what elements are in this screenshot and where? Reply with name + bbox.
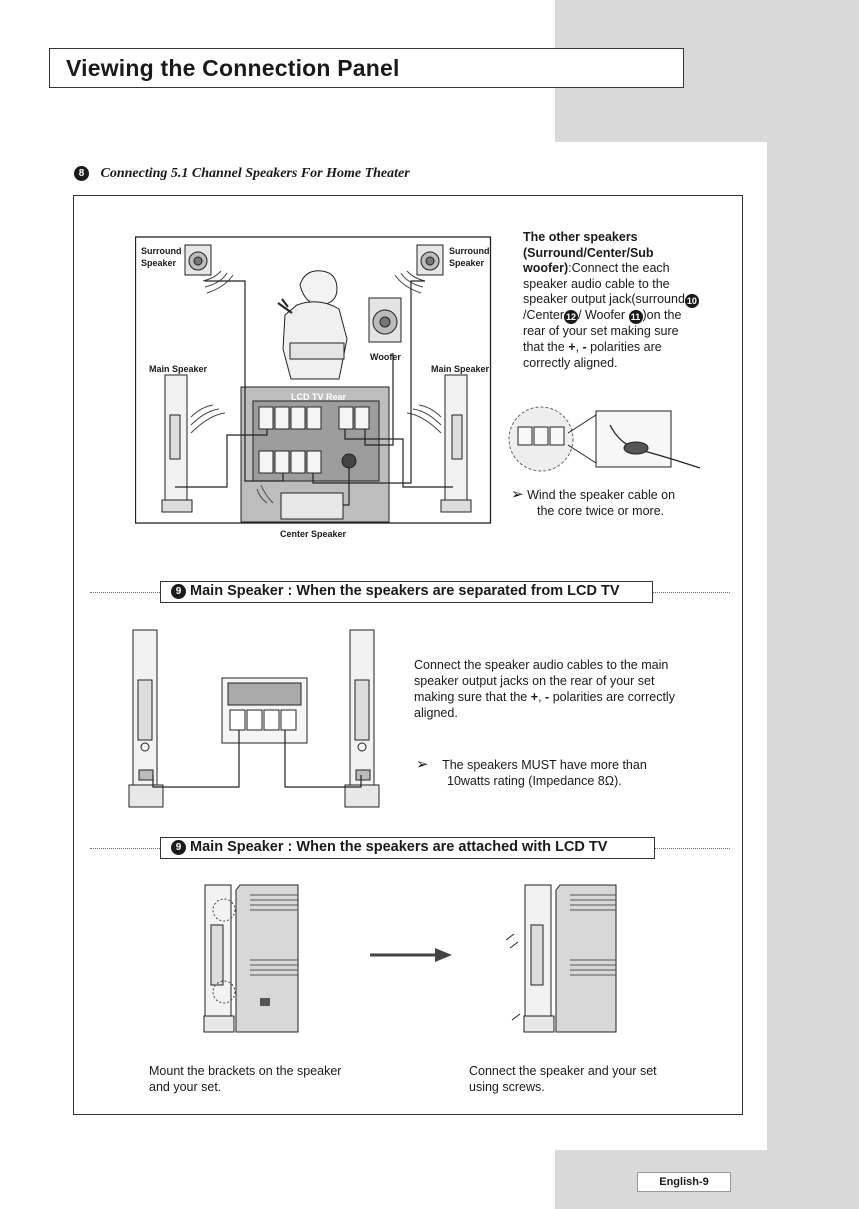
label-main-speaker-left: Main Speaker [149, 364, 207, 374]
gray-band-side [767, 142, 859, 1209]
separated-speakers-illustration [125, 625, 400, 815]
desc-text-f: )on the [643, 308, 682, 322]
desc-plus: + [568, 340, 575, 354]
para-9a-line4: aligned. [414, 706, 458, 720]
desc-comma: , [576, 340, 579, 354]
section-9a-note: ➢ The speakers MUST have more than 10wat… [416, 757, 716, 789]
section-9b-title: Main Speaker : When the speakers are att… [190, 839, 607, 855]
listener-icon [278, 271, 347, 379]
para-9a-line2: speaker output jacks on the rear of your… [414, 674, 654, 688]
para-9a-line1: Connect the speaker audio cables to the … [414, 658, 668, 672]
note-8-line2: the core twice or more. [511, 504, 664, 518]
desc-text-a: :Connect the each [568, 261, 669, 275]
caption-left-line2: and your set. [149, 1080, 221, 1094]
section-8-number: 8 [74, 166, 89, 181]
woofer-icon [369, 298, 401, 342]
para-9a-line3b: polarities are correctly [553, 690, 675, 704]
section-8-description: The other speakers (Surround/Center/Sub … [523, 230, 723, 371]
caption-connect-screws: Connect the speaker and your set using s… [469, 1063, 729, 1095]
cable-core-illustration [508, 405, 703, 477]
surround-speaker-right-icon [395, 245, 443, 293]
section-8-title: Connecting 5.1 Channel Speakers For Home… [101, 166, 410, 181]
section-8-note: ➢ Wind the speaker cable on the core twi… [511, 487, 731, 519]
section-9a-paragraph: Connect the speaker audio cables to the … [414, 657, 714, 721]
jack-number-woofer: 11 [629, 310, 643, 324]
caption-left-line1: Mount the brackets on the speaker [149, 1064, 341, 1078]
desc-text-e: / Woofer [578, 308, 625, 322]
label-surround-right: Surround Speaker [449, 245, 490, 269]
label-surround-left-line1: Surround [141, 245, 182, 257]
main-speaker-left-icon [162, 375, 225, 512]
label-surround-left-line2: Speaker [141, 257, 182, 269]
desc-minus: - [582, 340, 586, 354]
attach-speaker-illustration [200, 880, 620, 1040]
para-9a-comma: , [538, 690, 541, 704]
label-surround-right-line2: Speaker [449, 257, 490, 269]
desc-bold-2: (Surround/Center/Sub [523, 246, 654, 260]
desc-text-c: speaker output jack(surround [523, 292, 685, 306]
home-theater-diagram [135, 225, 495, 545]
page-number: English-9 [637, 1172, 731, 1192]
jack-number-center: 12 [564, 310, 578, 324]
section-9a-number: 9 [171, 584, 186, 599]
section-9a-title: Main Speaker : When the speakers are sep… [190, 583, 620, 599]
desc-text-g: rear of your set making sure [523, 324, 679, 338]
section-9b-number: 9 [171, 840, 186, 855]
note-arrow-icon: ➢ [511, 486, 524, 503]
label-surround-left: Surround Speaker [141, 245, 182, 269]
desc-text-i: polarities are [590, 340, 662, 354]
desc-text-d: /Center [523, 308, 564, 322]
desc-bold-1: The other speakers [523, 230, 638, 244]
desc-text-b: speaker audio cable to the [523, 277, 670, 291]
note-9a-line2: 10watts rating (Impedance 8Ω). [416, 774, 622, 788]
note-9a-line1: The speakers MUST have more than [442, 758, 647, 772]
para-9a-minus: - [545, 690, 549, 704]
lcd-tv-rear-panel [241, 387, 389, 522]
caption-right-line2: using screws. [469, 1080, 545, 1094]
desc-text-h: that the [523, 340, 565, 354]
desc-bold-3: woofer) [523, 261, 568, 275]
page-title: Viewing the Connection Panel [66, 55, 400, 82]
label-woofer: Woofer [370, 352, 401, 362]
label-surround-right-line1: Surround [449, 245, 490, 257]
desc-text-j: correctly aligned. [523, 356, 618, 370]
para-9a-plus: + [531, 690, 538, 704]
caption-mount-brackets: Mount the brackets on the speaker and yo… [149, 1063, 409, 1095]
label-main-speaker-right: Main Speaker [431, 364, 489, 374]
jack-number-surround: 10 [685, 294, 699, 308]
section-8-heading: 8 Connecting 5.1 Channel Speakers For Ho… [74, 166, 410, 182]
para-9a-line3a: making sure that the [414, 690, 527, 704]
main-speaker-right-icon [407, 375, 471, 512]
note-8-line1: Wind the speaker cable on [527, 488, 675, 502]
caption-right-line1: Connect the speaker and your set [469, 1064, 657, 1078]
section-9b-banner: 9 Main Speaker : When the speakers are a… [160, 837, 655, 859]
note-9a-arrow-icon: ➢ [416, 756, 429, 773]
surround-speaker-left-icon [185, 245, 233, 293]
label-center-speaker: Center Speaker [280, 529, 346, 539]
label-lcd-tv-rear: LCD TV Rear [291, 392, 346, 402]
page-title-box: Viewing the Connection Panel [49, 48, 684, 88]
section-9a-banner: 9 Main Speaker : When the speakers are s… [160, 581, 653, 603]
